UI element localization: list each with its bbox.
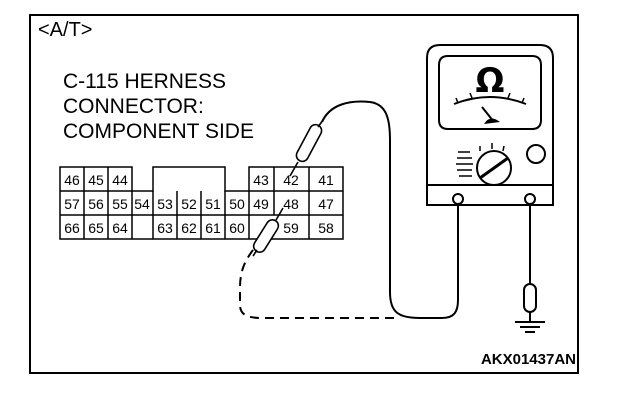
pin-label: 60 (229, 220, 245, 236)
pin-label: 57 (64, 196, 80, 212)
connector-title-line-1: C-115 HERNESS (63, 70, 226, 93)
pin-label: 51 (205, 196, 221, 212)
meter-scale (453, 96, 527, 105)
connector-title-line-2: CONNECTOR: (63, 95, 204, 118)
diagram-frame (29, 14, 579, 374)
test-lead-wire (321, 100, 459, 319)
pin-label: 48 (283, 196, 299, 212)
probe-icon (289, 119, 324, 177)
ohmmeter-icon: Ω (426, 44, 554, 206)
meter-terminal (452, 193, 464, 205)
pin-label: 41 (318, 172, 334, 188)
pin-label: 59 (283, 220, 299, 236)
ground-icon (515, 321, 545, 333)
pin-label: 50 (229, 196, 245, 212)
pin-label: 52 (181, 196, 197, 212)
reference-code: AKX01437AN (480, 351, 576, 368)
pin-label: 44 (112, 172, 128, 188)
pin-label: 63 (157, 220, 173, 236)
pin-label: 47 (318, 196, 334, 212)
meter-display (438, 55, 542, 130)
pin-label: 45 (88, 172, 104, 188)
meter-terminal (524, 193, 536, 205)
pin-label: 61 (205, 220, 221, 236)
pin-label: 43 (253, 172, 269, 188)
pin-label: 58 (318, 220, 334, 236)
zero-adjust (526, 144, 546, 164)
pin-label: 56 (88, 196, 104, 212)
pin-label: 49 (253, 196, 269, 212)
pin-label: 64 (112, 220, 128, 236)
pin-label: 62 (181, 220, 197, 236)
pin-label: 65 (88, 220, 104, 236)
dashed-lead-wire (239, 249, 400, 319)
section-label: <A/T> (38, 19, 93, 41)
ground-lead (523, 204, 537, 322)
connector-title-line-3: COMPONENT SIDE (63, 120, 254, 143)
pin-label: 42 (283, 172, 299, 188)
probe-icon (252, 207, 284, 257)
pin-label: 66 (64, 220, 80, 236)
pin-label: 53 (157, 196, 173, 212)
pin-label: 46 (64, 172, 80, 188)
pin-label: 55 (112, 196, 128, 212)
pin-label: 54 (134, 196, 150, 212)
ohm-symbol: Ω (476, 61, 505, 101)
